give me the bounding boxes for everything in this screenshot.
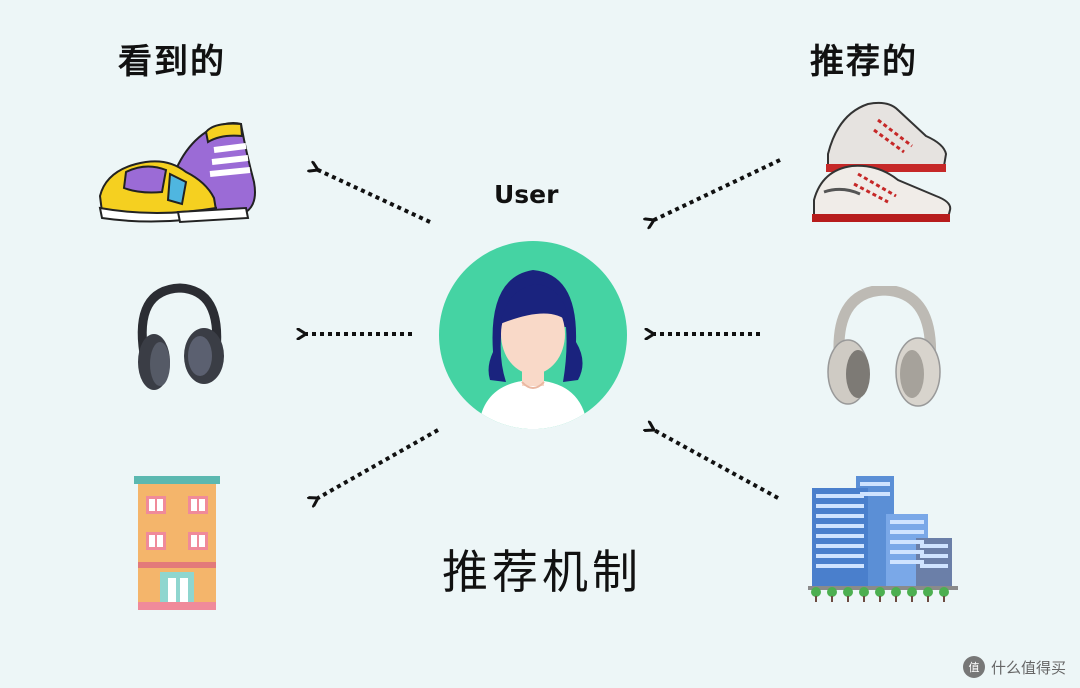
arrow-from-rec-sneaker bbox=[654, 158, 781, 220]
seen-building-icon bbox=[134, 476, 220, 610]
recommended-headphones-icon bbox=[827, 286, 941, 407]
user-label: User bbox=[494, 180, 559, 209]
user-avatar-icon bbox=[439, 241, 627, 429]
watermark-logo-icon: 值 bbox=[962, 656, 985, 678]
seen-heading: 看到的 bbox=[118, 42, 226, 82]
seen-sneaker-icon bbox=[98, 122, 256, 224]
watermark: 值 什么值得买 bbox=[962, 656, 1066, 678]
watermark-text: 什么值得买 bbox=[990, 658, 1066, 677]
arrow-to-seen-sneaker bbox=[318, 170, 431, 224]
arrow-from-rec-buildings bbox=[654, 430, 779, 500]
recommended-city-buildings-icon bbox=[808, 476, 958, 602]
recommended-heading: 推荐的 bbox=[810, 42, 918, 82]
seen-headphones-icon bbox=[137, 283, 224, 390]
recommended-sneaker-icon bbox=[812, 101, 952, 222]
mechanism-title: 推荐机制 bbox=[442, 545, 642, 599]
arrow-to-seen-building bbox=[318, 428, 439, 498]
